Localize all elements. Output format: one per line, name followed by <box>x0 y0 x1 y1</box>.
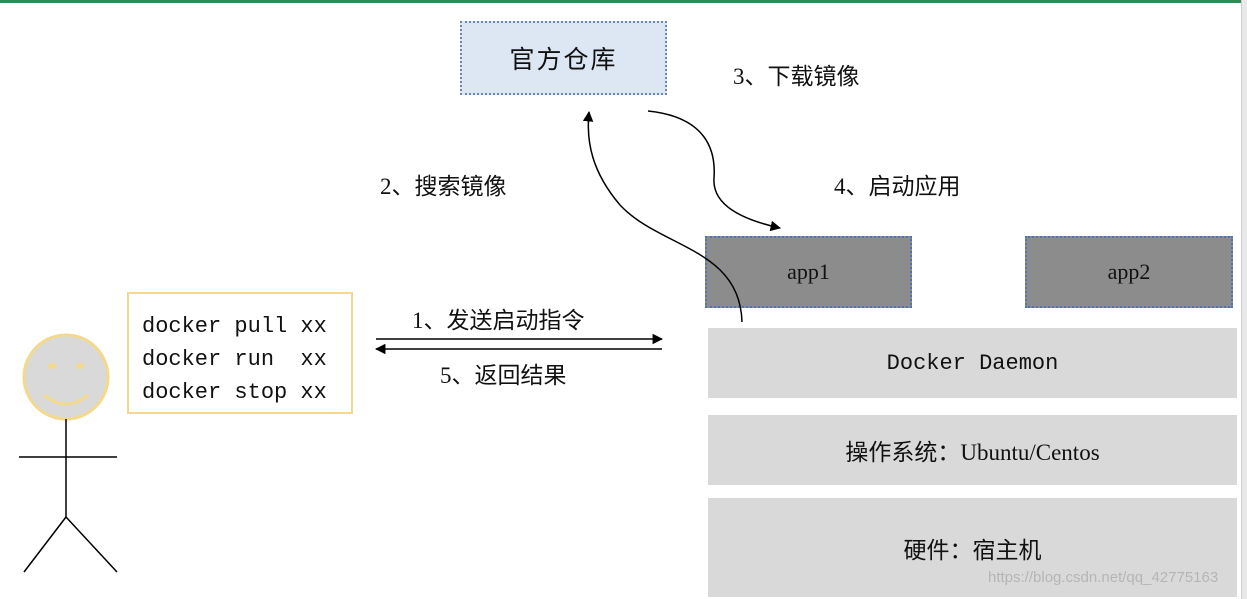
operating-system-layer: 操作系统：Ubuntu/Centos <box>708 415 1237 485</box>
user-right-leg <box>65 516 118 573</box>
user-stick-figure <box>19 333 118 573</box>
step3-label: 3、下载镜像 <box>733 64 860 89</box>
app1-box: app1 <box>705 236 912 308</box>
step5-label: 5、返回结果 <box>440 363 567 388</box>
step1-label: 1、发送启动指令 <box>412 308 585 333</box>
docker-commands-box: docker pull xx docker run xx docker stop… <box>127 292 353 414</box>
app2-box: app2 <box>1025 236 1233 308</box>
download-image-arrow <box>647 110 782 232</box>
docker-daemon-label: Docker Daemon <box>886 350 1059 376</box>
user-head-icon <box>22 333 110 421</box>
app2-label: app2 <box>1107 259 1151 284</box>
right-edge-bar <box>1241 0 1247 599</box>
official-registry-label: 官方仓库 <box>509 47 618 74</box>
hardware-host-label: 硬件：宿主机 <box>903 537 1042 563</box>
hardware-host-layer: 硬件：宿主机 <box>708 498 1237 597</box>
operating-system-label: 操作系统：Ubuntu/Centos <box>845 440 1100 465</box>
official-registry-box: 官方仓库 <box>460 21 667 95</box>
command-pull: docker pull xx <box>142 314 327 339</box>
command-stop: docker stop xx <box>142 380 327 405</box>
app1-label: app1 <box>787 259 830 284</box>
docker-daemon-layer: Docker Daemon <box>708 328 1237 398</box>
step2-label: 2、搜索镜像 <box>380 174 507 199</box>
user-right-eye <box>76 363 84 369</box>
watermark-text: https://blog.csdn.net/qq_42775163 <box>988 569 1219 586</box>
user-left-leg <box>23 516 67 573</box>
command-run: docker run xx <box>142 347 327 372</box>
search-image-arrow <box>582 110 743 323</box>
top-accent-line <box>0 0 1247 3</box>
user-smile <box>43 393 89 406</box>
step4-label: 4、启动应用 <box>834 174 961 199</box>
user-left-eye <box>48 363 56 369</box>
